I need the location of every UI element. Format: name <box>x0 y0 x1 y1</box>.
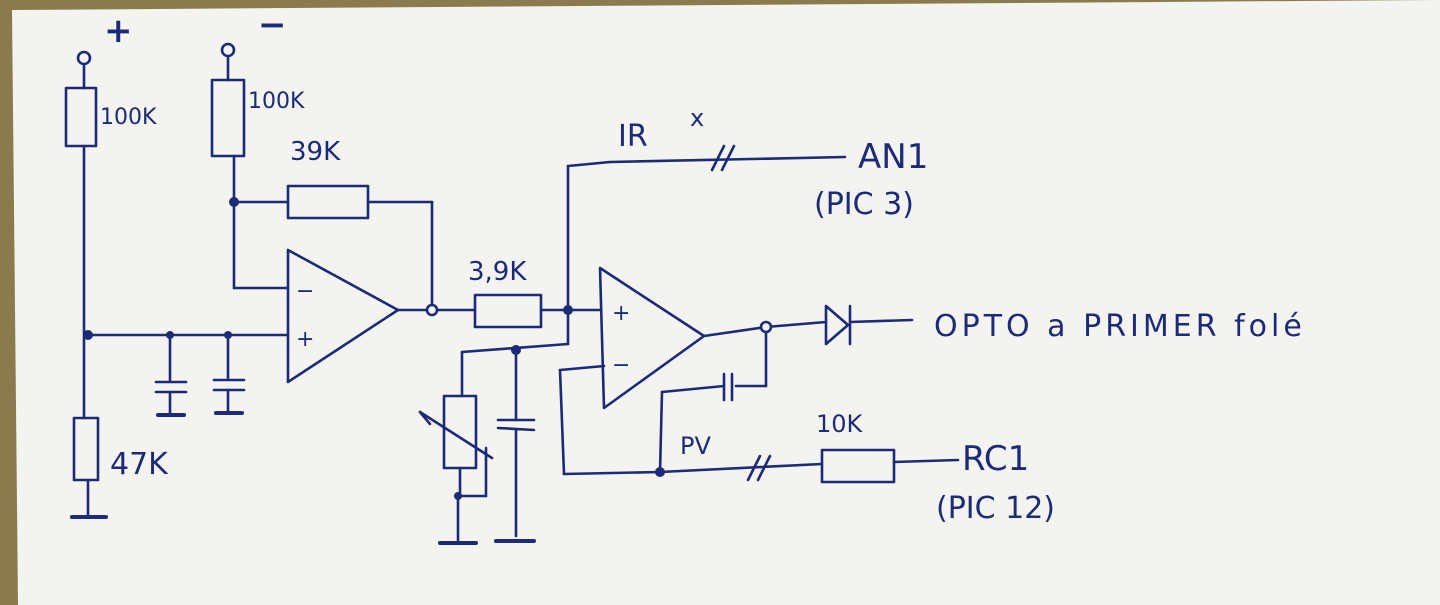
capacitor-filter-1 <box>154 333 188 417</box>
positive-input-branch <box>64 50 108 519</box>
capacitor-timing <box>494 348 536 543</box>
opamp-1-plus-pin: + <box>296 327 314 352</box>
resistor-39k-label: 39K <box>290 137 341 167</box>
ir-net-mark: x <box>690 104 704 132</box>
rc1-label: RC1 <box>962 439 1029 479</box>
resistor-10k-label: 10K <box>816 410 864 438</box>
pv-net-label: PV <box>680 432 711 460</box>
resistor-100k-plus-label: 100K <box>100 105 157 130</box>
paper-sheet <box>12 0 1440 605</box>
opamp-2 <box>598 266 706 410</box>
opto-label: OPTO a PRIMER folé <box>934 309 1306 344</box>
diode <box>824 304 850 346</box>
schematic-ink <box>64 42 960 545</box>
opamp-1-minus-pin: − <box>296 279 314 304</box>
junctions <box>83 197 665 500</box>
ir-net-label: IR <box>618 119 648 154</box>
resistor-100k-minus <box>210 78 246 158</box>
negative-input-branch <box>210 42 434 312</box>
minus-terminal-label: − <box>258 5 287 45</box>
resistor-10k <box>820 448 896 484</box>
resistor-3-9k-label: 3,9K <box>468 257 527 287</box>
plus-terminal-label: + <box>104 11 133 51</box>
open-junctions <box>425 303 773 334</box>
capacitor-filter-2 <box>212 333 246 415</box>
opamp-1 <box>286 248 400 384</box>
an1-label: AN1 <box>858 137 928 177</box>
rc1-pin-label: (PIC 12) <box>936 491 1055 526</box>
resistor-100k-plus <box>64 86 98 148</box>
an1-pin-label: (PIC 3) <box>814 187 914 222</box>
opamp-2-minus-pin: − <box>612 353 630 378</box>
resistor-47k-label: 47K <box>110 447 169 482</box>
resistor-100k-minus-label: 100K <box>248 89 305 114</box>
opamp-2-plus-pin: + <box>612 301 630 326</box>
resistor-47k <box>72 416 100 482</box>
